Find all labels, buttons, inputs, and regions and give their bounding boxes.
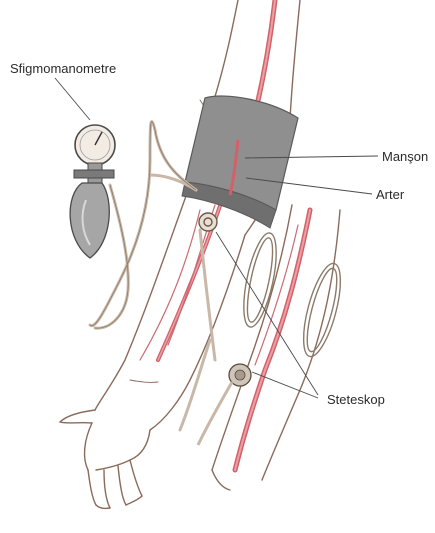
label-sphygmomanometer: Sfigmomanometre [10,62,116,75]
sphygmomanometer [70,125,115,258]
leader-sphygmomanometer [55,78,90,120]
cuff [182,96,298,228]
stethoscope-chestpiece [199,213,217,231]
label-cuff: Manşon [382,150,428,163]
label-artery: Arter [376,188,404,201]
label-stethoscope: Steteskop [327,393,385,406]
